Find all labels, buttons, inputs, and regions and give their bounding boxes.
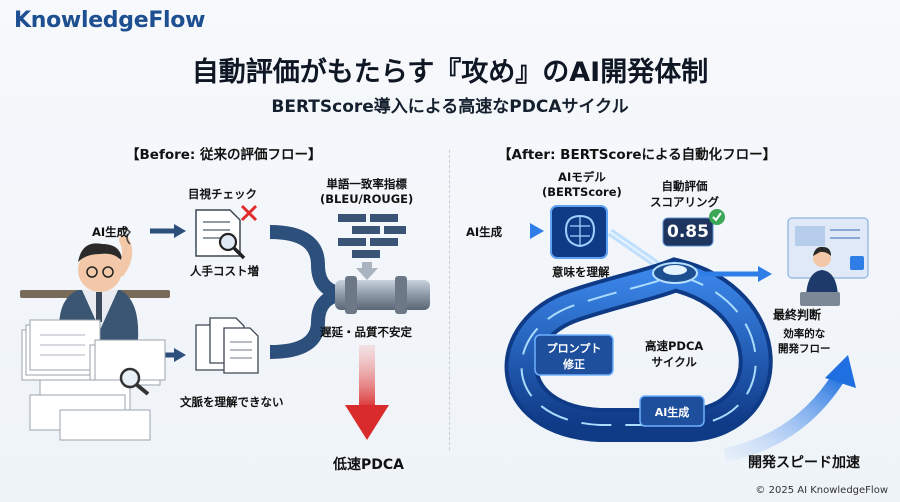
before-arrow-to-check (150, 224, 186, 238)
after-arrow-to-final (700, 266, 772, 282)
metric-label: 単語一致率指標 (BLEU/ROUGE) (320, 177, 414, 206)
after-heading: 【After: BERTScoreによる自動化フロー】 (498, 147, 777, 163)
data-beam (607, 228, 665, 272)
down-arrow-small (356, 262, 378, 280)
ai-gen-loop-label: AI生成 (654, 406, 690, 419)
speedup-arrow (723, 355, 856, 462)
before-ai-gen-label: AI生成 (92, 225, 129, 239)
final-judgement-label: 最終判断 (773, 308, 822, 322)
cant-understand-label: 文脈を理解できない (180, 395, 284, 409)
documents-stack-icon (195, 317, 259, 374)
prompt-fix-label: プロンプト 修正 (546, 342, 602, 371)
auto-eval-label: 自動評価 スコアリング (650, 179, 719, 209)
after-ai-gen-label: AI生成 (466, 225, 503, 239)
merge-pipes (269, 225, 346, 359)
slow-pdca-label: 低速PDCA (333, 457, 404, 473)
prompt-fix-box (534, 334, 614, 376)
reviewer-illustration (787, 217, 869, 306)
evaluation-node (652, 262, 698, 284)
score-card (662, 217, 714, 247)
x-mark-icon (240, 204, 258, 222)
speedup-label: 開発スピード加速 (748, 455, 860, 471)
ai-gen-loop-box (639, 395, 705, 427)
after-arrow-to-model (505, 223, 544, 239)
delay-label: 遅延・品質不安定 (320, 325, 412, 339)
efficient-flow-label: 効率的な 開発フロー (778, 328, 831, 355)
ai-model-label: AIモデル (BERTScore) (542, 170, 622, 199)
understand-label: 意味を理解 (552, 265, 610, 279)
check-document-icon (195, 209, 246, 260)
bertscore-model-box (550, 205, 608, 259)
visual-check-label: 目視チェック (188, 187, 257, 201)
pdca-loop-track (504, 257, 773, 442)
page-title: 自動評価がもたらす『攻め』のAI開発体制 (191, 57, 709, 88)
stressed-worker-illustration (20, 228, 170, 340)
check-icon (709, 209, 725, 225)
slow-pdca-red-arrow (345, 345, 389, 440)
brand-logo: KnowledgeFlow (14, 8, 206, 33)
pdca-cycle-label: 高速PDCA サイクル (645, 339, 704, 369)
pipe-junction (335, 276, 430, 314)
labor-cost-label: 人手コスト増 (190, 264, 259, 278)
paper-stacks-illustration (21, 319, 166, 441)
score-value: 0.85 (667, 222, 709, 242)
copyright: © 2025 AI KnowledgeFlow (755, 485, 888, 496)
section-divider (449, 150, 450, 450)
word-match-brick-icon (338, 214, 406, 258)
before-heading: 【Before: 従来の評価フロー】 (126, 147, 322, 163)
page-subtitle: BERTScore導入による高速なPDCAサイクル (271, 97, 629, 117)
